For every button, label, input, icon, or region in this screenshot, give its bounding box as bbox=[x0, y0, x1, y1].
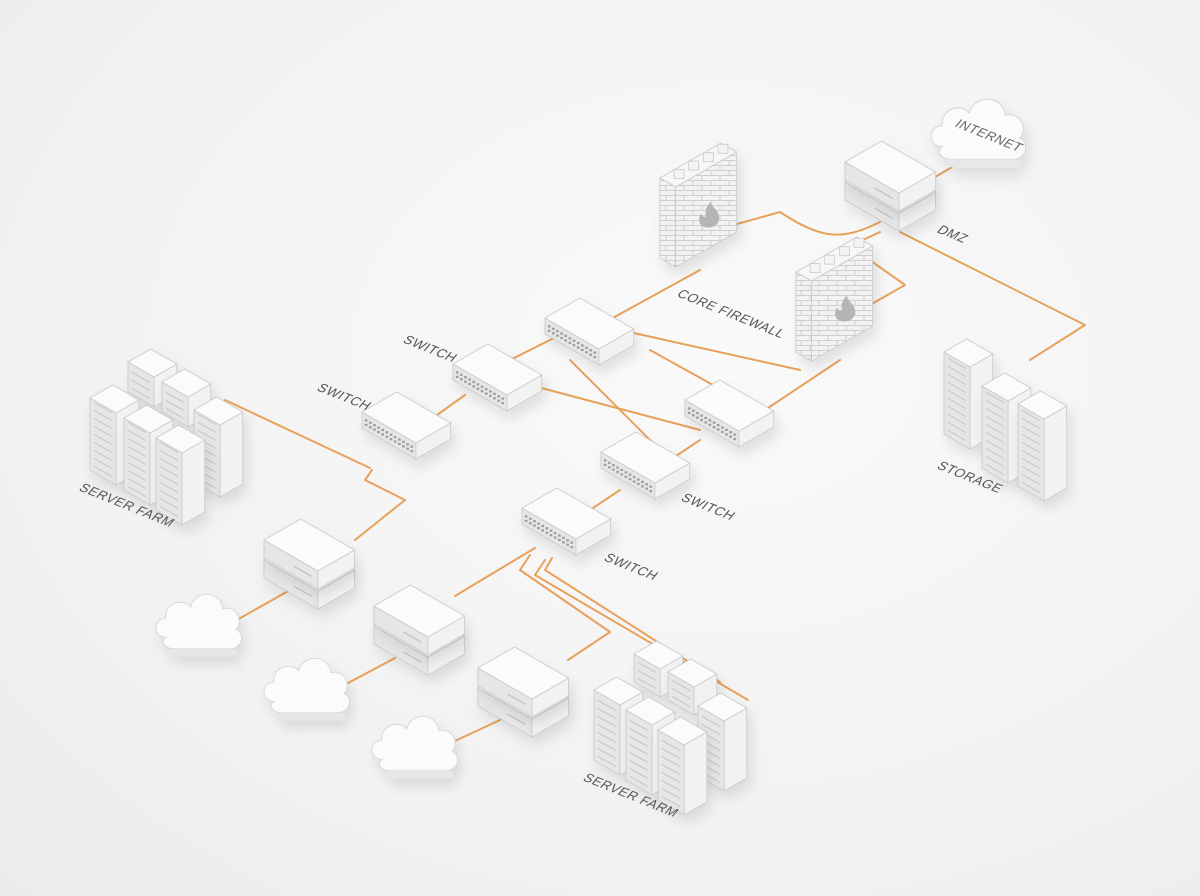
network-switch-left bbox=[361, 391, 452, 460]
cable-switch-e-router-mid bbox=[454, 547, 536, 597]
network-switch-c bbox=[684, 379, 775, 448]
server-rack-icon-storage-3 bbox=[1017, 390, 1068, 502]
network-switch-e bbox=[521, 487, 612, 556]
router-icon-bottom bbox=[477, 646, 570, 738]
label-switch-a: SWITCH bbox=[400, 333, 461, 365]
server-rack-icon-b6 bbox=[657, 716, 708, 816]
flame-icon bbox=[699, 201, 720, 228]
cloud-icon-mid bbox=[263, 657, 351, 721]
cable-router-storage bbox=[899, 231, 1086, 361]
cable-router-dmz-link bbox=[849, 231, 906, 306]
stacked-server-icon bbox=[477, 646, 570, 718]
server-rack-icon-storage-1 bbox=[943, 338, 994, 450]
cable-switch-e-router-bottom bbox=[519, 554, 611, 661]
label-dmz: DMZ bbox=[934, 223, 972, 246]
cable-switch-b-switch-c bbox=[529, 384, 701, 431]
cable-switch-left-server-farm bbox=[224, 399, 371, 469]
cloud-icon-bottom bbox=[371, 715, 459, 779]
network-switch-d bbox=[600, 431, 691, 500]
cable-cross-1 bbox=[569, 359, 661, 451]
stacked-server-icon bbox=[263, 518, 356, 590]
flame-icon bbox=[835, 295, 856, 322]
label-switch-b: SWITCH bbox=[314, 381, 375, 413]
cable-switch-left-router-left bbox=[354, 469, 406, 541]
label-core-firewall: CORE FIREWALL bbox=[674, 287, 789, 341]
network-switch-a bbox=[544, 297, 635, 366]
cable-switch-a-firewall-right bbox=[619, 329, 801, 371]
router-icon-dmz bbox=[844, 140, 937, 232]
network-switch-b bbox=[452, 343, 543, 412]
cable-switch-d-switch-e bbox=[589, 489, 621, 511]
router-icon-left bbox=[263, 518, 356, 610]
label-switch-d: SWITCH bbox=[601, 551, 662, 583]
cable-firewall-right-switch-c bbox=[764, 359, 841, 411]
server-rack-icon-l6 bbox=[155, 424, 206, 526]
cable-router-firewall-top bbox=[729, 211, 881, 236]
stacked-server-icon bbox=[844, 140, 937, 212]
cloud-icon-internet bbox=[930, 98, 1027, 168]
label-switch-c: SWITCH bbox=[678, 491, 739, 523]
router-icon-mid bbox=[373, 584, 466, 676]
cloud-icon-left bbox=[155, 593, 243, 657]
cable-firewall-top-switch-a bbox=[599, 269, 701, 326]
firewall-core-right bbox=[795, 236, 874, 362]
firewall-core-top bbox=[659, 142, 738, 268]
server-rack-icon-storage-2 bbox=[981, 372, 1032, 484]
stacked-server-icon bbox=[373, 584, 466, 656]
